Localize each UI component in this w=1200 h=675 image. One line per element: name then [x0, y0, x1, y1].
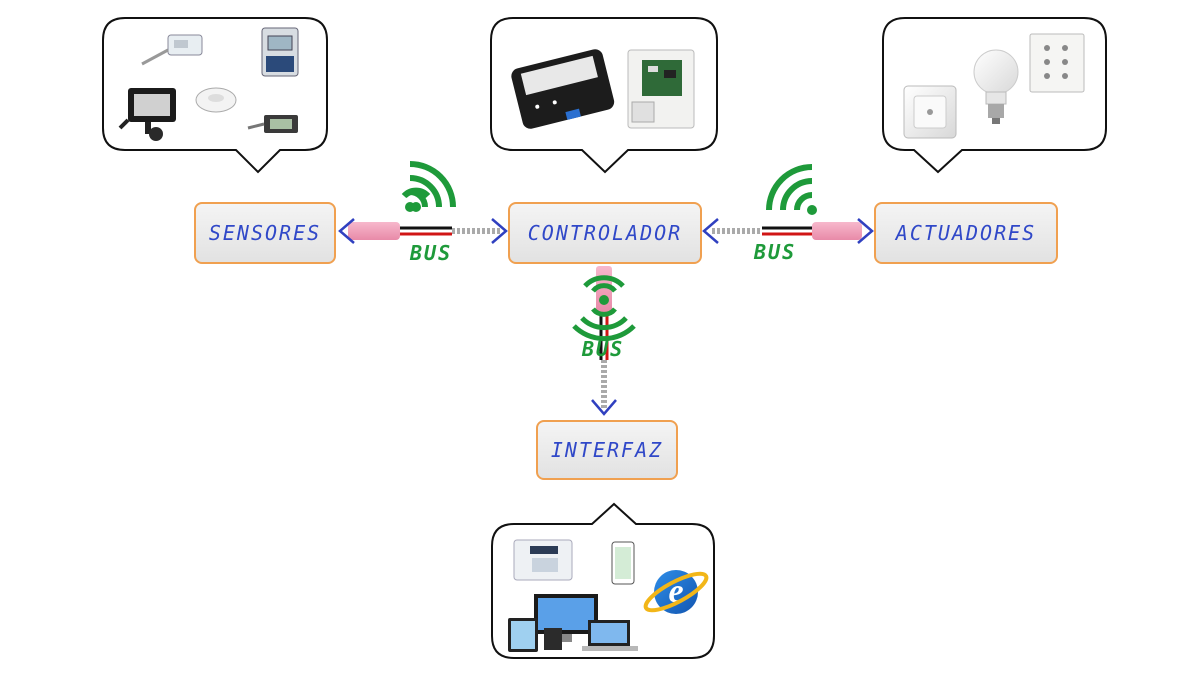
actuators-label: ACTUADORES — [895, 221, 1037, 245]
interface-arrow-head — [591, 399, 617, 416]
wifi-icon — [572, 275, 636, 342]
interface-devices-image: e — [508, 539, 709, 652]
actuators-arrow-head — [857, 218, 874, 244]
sensors-arrow-head — [338, 218, 355, 244]
sensors-bus-label: BUS — [410, 241, 453, 265]
actuators-bus-label: BUS — [754, 240, 797, 264]
controller-right-arrow-head — [702, 218, 719, 244]
interface-label: INTERFAZ — [550, 438, 664, 462]
sensor-devices-image — [118, 27, 299, 141]
controller-label: CONTROLADOR — [527, 221, 683, 245]
actuators-node: ACTUADORES — [874, 202, 1058, 264]
wifi-icon — [405, 161, 456, 212]
controller-devices-image — [511, 49, 695, 129]
controller-node: CONTROLADOR — [508, 202, 702, 264]
sensors-label: SENSORES — [208, 221, 322, 245]
wifi-icon — [766, 164, 817, 215]
sensors-cable — [348, 222, 500, 240]
interface-bus-label: BUS — [582, 337, 625, 361]
controller-left-arrow-head — [491, 218, 508, 244]
interface-node: INTERFAZ — [536, 420, 678, 480]
actuators-cable — [712, 222, 862, 240]
sensors-node: SENSORES — [194, 202, 336, 264]
actuator-devices-image — [903, 33, 1085, 139]
